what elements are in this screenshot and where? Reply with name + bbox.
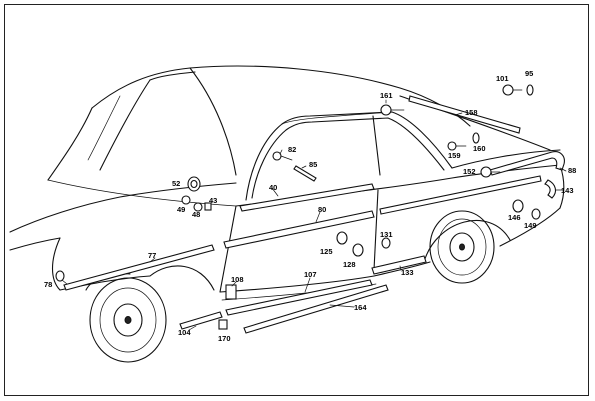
callout-88: 88	[568, 166, 576, 175]
callout-159: 159	[448, 151, 461, 160]
molding-77	[63, 244, 215, 291]
callout-149: 149	[524, 221, 537, 230]
callout-95: 95	[525, 69, 533, 78]
callout-107: 107	[304, 270, 317, 279]
callout-133: 133	[401, 268, 414, 277]
molding-158	[408, 95, 521, 134]
callout-80: 80	[318, 205, 326, 214]
callout-161: 161	[380, 91, 393, 100]
trim-parts	[63, 95, 565, 334]
callout-152: 152	[463, 167, 476, 176]
callout-82: 82	[288, 145, 296, 154]
molding-40	[239, 183, 375, 212]
callout-49: 49	[177, 205, 185, 214]
callout-164: 164	[354, 303, 367, 312]
callout-146: 146	[508, 213, 521, 222]
callout-labels: 161 158 101 95 82 85 52 43 49 48 40 80 1…	[44, 69, 576, 343]
callout-143: 143	[561, 186, 574, 195]
molding-88	[489, 151, 565, 176]
callout-77: 77	[148, 251, 156, 260]
callout-108: 108	[231, 275, 244, 284]
callout-43: 43	[209, 196, 217, 205]
molding-164	[243, 284, 389, 334]
molding-104	[179, 311, 223, 330]
callout-78: 78	[44, 280, 52, 289]
leader-lines	[61, 99, 567, 331]
callout-128: 128	[343, 260, 356, 269]
callout-158: 158	[465, 108, 478, 117]
molding-143	[544, 179, 557, 199]
callout-101: 101	[496, 74, 509, 83]
callout-125: 125	[320, 247, 333, 256]
molding-107	[225, 279, 373, 316]
callout-52: 52	[172, 179, 180, 188]
molding-80	[223, 210, 375, 249]
rear-wheel	[429, 210, 495, 284]
fasteners	[55, 84, 541, 330]
front-wheel	[89, 277, 167, 363]
callout-48: 48	[192, 210, 200, 219]
molding-133	[371, 255, 427, 275]
callout-170: 170	[218, 334, 231, 343]
callout-85: 85	[309, 160, 317, 169]
molding-rear-quarter	[379, 175, 542, 215]
callout-104: 104	[178, 328, 191, 337]
callout-131: 131	[380, 230, 393, 239]
callout-160: 160	[473, 144, 486, 153]
callout-40: 40	[269, 183, 277, 192]
diagram-frame	[4, 4, 589, 396]
